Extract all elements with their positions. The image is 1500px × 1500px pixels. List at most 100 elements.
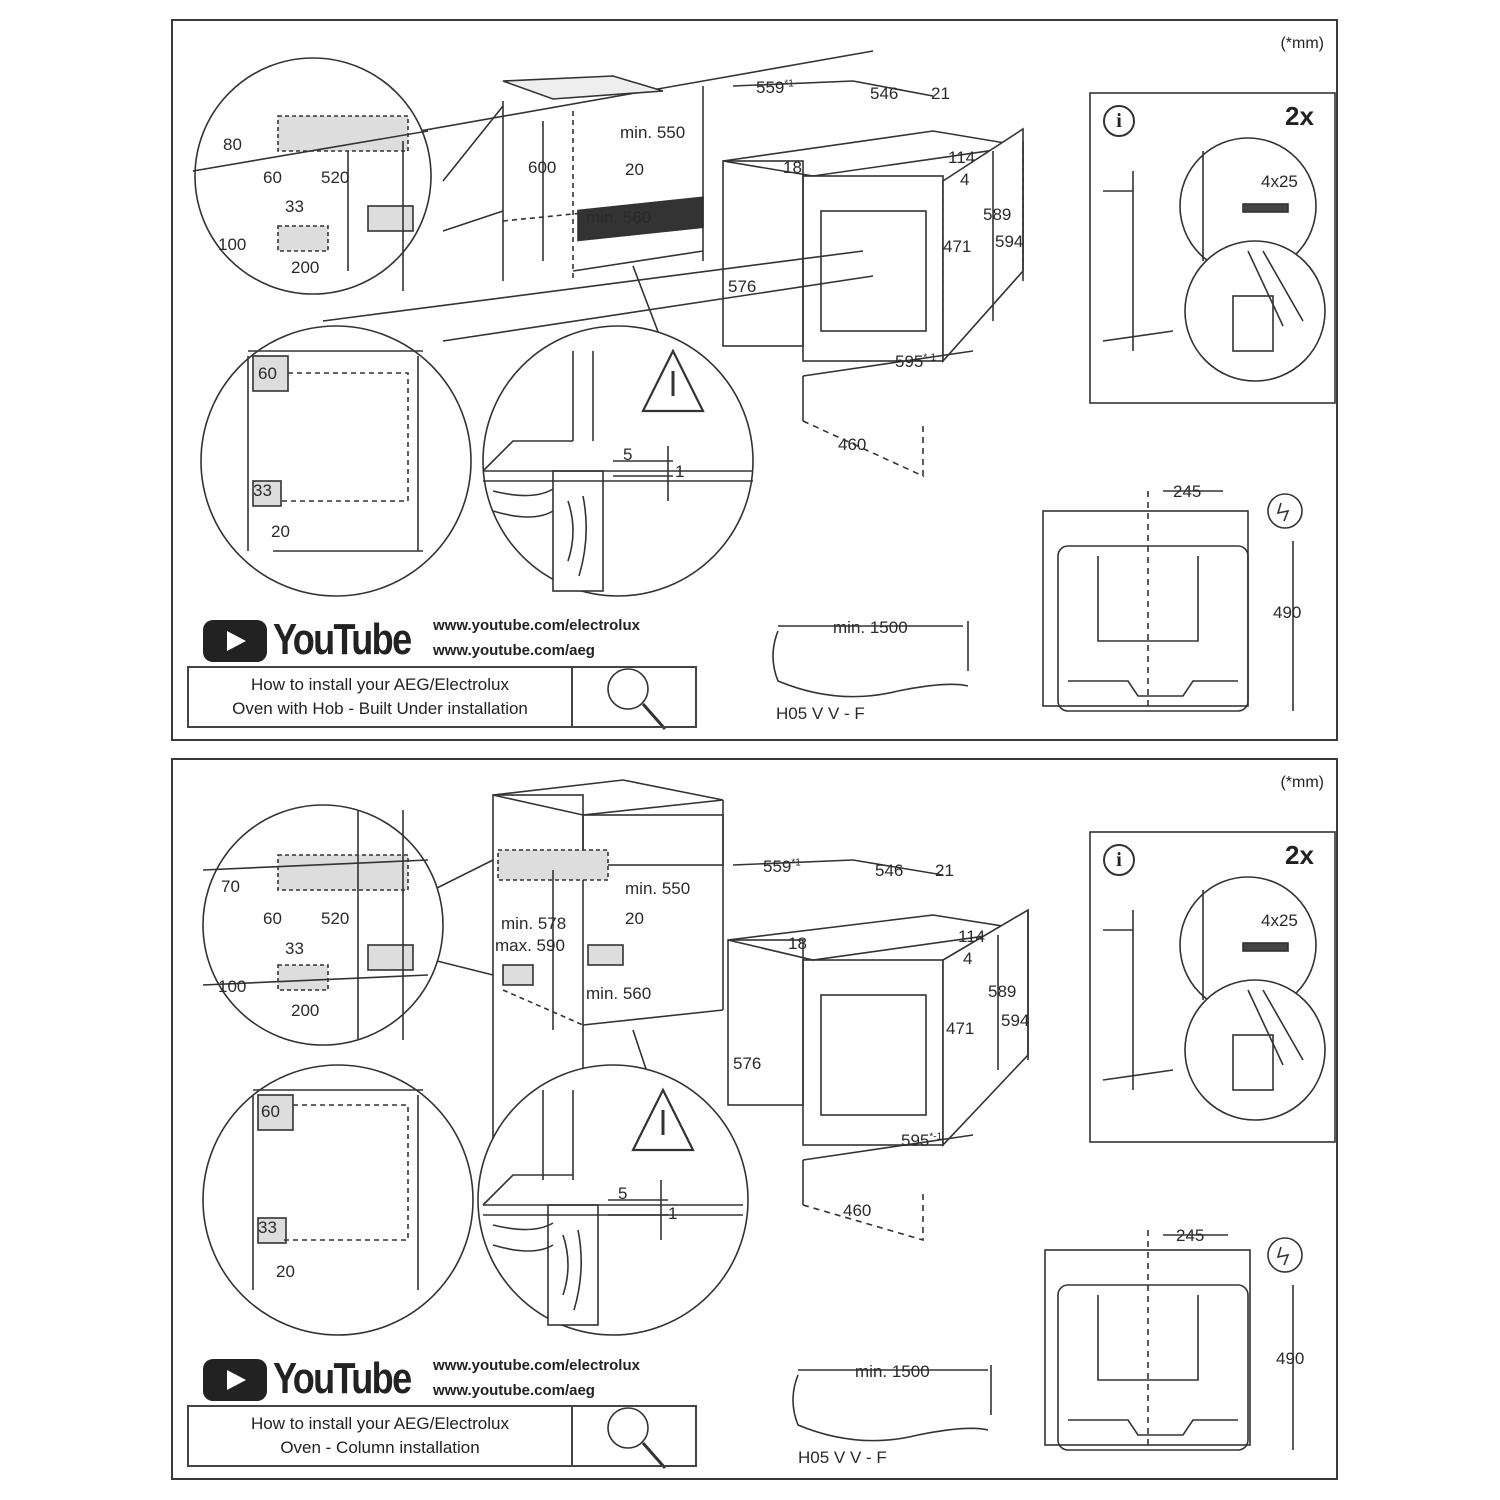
youtube-url-electrolux[interactable]: www.youtube.com/electrolux: [433, 617, 640, 634]
oven-inner-top-label: 18: [783, 158, 802, 177]
cable: [792, 1374, 989, 1442]
oven-width-label: 595*-1: [895, 352, 937, 371]
zoom-leader: [432, 959, 494, 976]
zoom-offset-label: 60: [263, 909, 282, 928]
cabinet-gap-label: 20: [625, 160, 644, 179]
vent-area: [257, 1217, 287, 1244]
oven-depth-label: 546: [875, 861, 904, 880]
unit-note: (*mm): [1280, 35, 1324, 52]
socket-area: [277, 225, 329, 252]
dimension-line: [852, 80, 934, 97]
oven-height-total-label: 594: [995, 232, 1024, 251]
oven-base-label: 460: [843, 1201, 872, 1220]
search-button[interactable]: [573, 668, 695, 726]
vent-area: [252, 480, 282, 507]
zoom-top-label: 80: [223, 135, 242, 154]
zoom-offset-label: 60: [263, 168, 282, 187]
dimension-line: [802, 350, 974, 377]
bolt-mark: [1276, 1246, 1290, 1266]
panel-gap-label: 4: [960, 170, 970, 189]
cabinet-min-depth-label: min. 550: [625, 879, 691, 898]
installation-panel-column: (*mm) min. 578 max. 590 min. 550 20 min.…: [171, 758, 1338, 1480]
step-gap-label: 5: [623, 445, 633, 464]
howto-line-1: How to install your AEG/Electrolux: [251, 1414, 509, 1433]
side-middle-label: 33: [258, 1218, 277, 1237]
dimension-line: [802, 1134, 974, 1161]
quantity-label: 2x: [1285, 840, 1314, 870]
youtube-url-electrolux[interactable]: www.youtube.com/electrolux: [433, 1357, 640, 1374]
info-box-frame: [1089, 831, 1336, 1143]
side-middle-label: 33: [253, 481, 272, 500]
howto-line-2: Oven - Column installation: [280, 1438, 480, 1457]
bracket: [1232, 1034, 1274, 1091]
side-bottom-label: 20: [276, 1262, 295, 1281]
howto-search-box[interactable]: How to install your AEG/Electrolux Oven …: [187, 1405, 697, 1467]
oven-door-label: 21: [935, 861, 954, 880]
zoom-socket-height-label: 100: [218, 235, 247, 254]
oven-outline: [278, 372, 409, 502]
hob: [502, 75, 664, 100]
oven-door-window: [820, 994, 927, 1116]
worktop-line: [192, 130, 429, 172]
cable: [772, 630, 969, 698]
info-box-frame: [1089, 92, 1336, 404]
howto-line-2: Oven with Hob - Built Under installation: [232, 699, 528, 718]
youtube-wordmark: YouTube: [273, 1354, 412, 1403]
cabinet-min-depth-label: min. 550: [620, 123, 686, 142]
side-top-label: 60: [258, 364, 277, 383]
youtube-play-icon[interactable]: [203, 1359, 267, 1401]
quantity-label: 2x: [1285, 101, 1314, 131]
info-icon: i: [1103, 105, 1135, 137]
column-top: [492, 779, 724, 816]
socket-area: [367, 205, 414, 232]
youtube-url-aeg[interactable]: www.youtube.com/aeg: [433, 642, 595, 659]
hob-connection-area: [277, 854, 409, 891]
worktop-line: [322, 250, 864, 322]
oven-side-label: 576: [728, 277, 757, 296]
zoom-socket-gap-label: 33: [285, 197, 304, 216]
zoom-circle-side: [200, 325, 472, 597]
magnifier-icon: [607, 1407, 649, 1449]
youtube-url-aeg[interactable]: www.youtube.com/aeg: [433, 1382, 595, 1399]
youtube-wordmark: YouTube: [273, 615, 412, 664]
oven-inner-top-label: 18: [788, 934, 807, 953]
youtube-play-icon[interactable]: [203, 620, 267, 662]
oven-cavity: [1097, 556, 1199, 642]
oven-height-total-label: 594: [1001, 1011, 1030, 1030]
cable-length-label: min. 1500: [833, 618, 908, 637]
dimension-line: [732, 80, 854, 87]
wood-grain: [492, 488, 587, 577]
side-bottom-label: 20: [271, 522, 290, 541]
cabinet-board: [552, 470, 604, 592]
cabinet-floor: [572, 250, 704, 272]
oven-handle: [1068, 680, 1238, 697]
socket-offset-label: 245: [1176, 1226, 1205, 1245]
cable-type-label: H05 V V - F: [798, 1448, 887, 1467]
cabinet-min-width-label: min. 560: [586, 984, 652, 1003]
howto-query: How to install your AEG/Electrolux Oven …: [189, 1407, 573, 1465]
oven-cavity-label: 471: [946, 1019, 975, 1038]
zoom-socket-width-label: 200: [291, 258, 320, 277]
dimension-line: [852, 859, 944, 876]
dimension-line: [802, 420, 924, 478]
oven-side: [727, 939, 804, 1106]
zoom-socket-gap-label: 33: [285, 939, 304, 958]
panel-top-label: 114: [948, 148, 976, 167]
bolt-mark: [1276, 502, 1290, 522]
step-gap-label: 5: [618, 1184, 628, 1203]
search-button[interactable]: [573, 1407, 695, 1465]
howto-search-box[interactable]: How to install your AEG/Electrolux Oven …: [187, 666, 697, 728]
oven-width-label: 595*-1: [901, 1131, 943, 1150]
socket-area: [277, 964, 329, 991]
socket-area: [587, 944, 624, 966]
oven-door-label: 21: [931, 84, 950, 103]
magnifier-icon: [607, 668, 649, 710]
oven-base: [482, 1174, 573, 1206]
worktop-line: [442, 275, 874, 342]
screw: [1242, 203, 1289, 213]
oven-base: [482, 440, 573, 472]
oven-cavity-label: 471: [943, 237, 972, 256]
cabinet-board: [547, 1204, 599, 1326]
front-oven: [1057, 545, 1249, 712]
zoom-depth-label: 520: [321, 909, 350, 928]
